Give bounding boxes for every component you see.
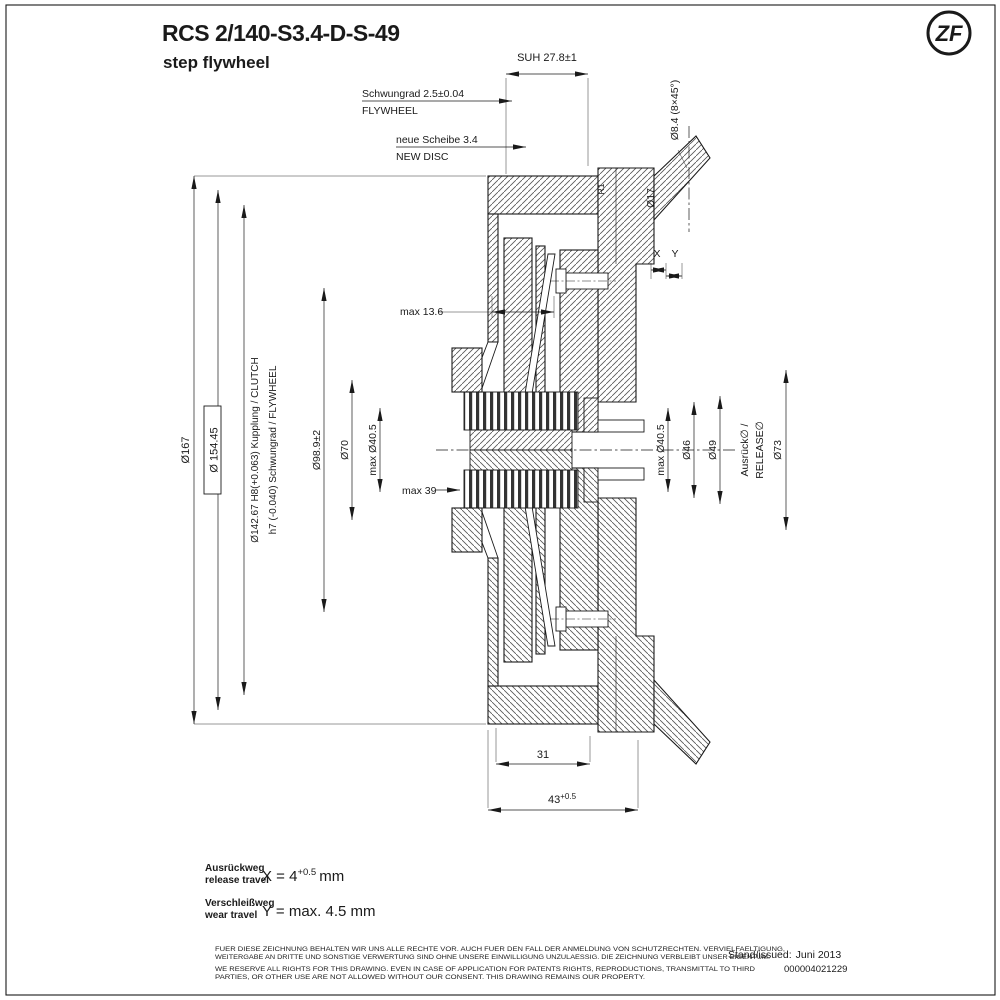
release-sleeve [597,419,645,433]
engine-mount-flange [653,135,711,222]
new-disc-note-en: NEW DISC [396,151,449,163]
legal-en-line2: PARTIES, OR OTHER USE ARE NOT ALLOWED WI… [215,974,645,981]
dim-154-box: Ø 154.45 [203,405,222,495]
dim-142-label-2: h7 (-0.040) Schwungrad / FLYWHEEL [268,365,279,534]
dim-17-label: Ø17 [645,188,657,208]
wear-travel-label-de: Verschleißweg [205,898,274,909]
release-diameter-label-de: Ausrück∅ / [739,423,751,476]
issued-date: Stand/issued:Juni 2013 [728,949,841,961]
zf-logo-text: ZF [935,21,963,46]
hub-left-flange [451,347,483,393]
release-diameter-label-en: RELEASE∅ [754,421,766,479]
dim-43-label: 43+0.5 [548,792,577,806]
new-disc-note-de: neue Scheibe 3.4 [396,134,478,146]
clutch-cover-plate [487,213,499,343]
wear-travel-value: Y = max. 4.5 mm [262,903,376,920]
release-travel-label-de: Ausrückweg [205,863,264,874]
dim-70-label: Ø70 [339,440,351,460]
legal-de-line2: WEITERGABE AN DRITTE UND SONSTIGE VERWER… [215,954,770,961]
cover-top-flange [487,175,599,215]
dim-39-label: max 39 [402,485,437,497]
y-travel-label: Y [671,248,678,260]
dim-suh-label: SUH 27.8±1 [517,52,577,64]
dim-13-6-label: max 13.6 [400,306,443,318]
footer: FUER DIESE ZEICHNUNG BEHALTEN WIR UNS AL… [215,946,847,981]
dim-46-label: Ø46 [681,440,693,460]
drawing-subtitle: step flywheel [163,53,270,72]
dim-167-label: Ø167 [180,437,192,464]
dim-31-label: 31 [537,749,549,761]
upper-half [451,135,711,451]
dim-154-label: Ø 154.45 [209,427,221,472]
zf-logo-circle [926,10,972,56]
document-number: 000004021229 [784,964,847,975]
dim-98-label: Ø98.9±2 [311,430,323,470]
wear-travel-label-en: wear travel [204,910,257,921]
dim-142-label-1: Ø142.67 H8(+0.063) Kupplung / CLUTCH [250,357,261,542]
hub-spline-teeth [463,391,579,431]
flywheel-note-de: Schwungrad 2.5±0.04 [362,88,464,100]
hub-core [469,429,573,451]
dim-49-label: Ø49 [707,440,719,460]
radius-r1-label: R1 [596,183,606,194]
zf-logo: ZF [926,10,972,56]
legal-en-line1: WE RESERVE ALL RIGHTS FOR THIS DRAWING. … [215,966,755,973]
clutch-cross-section [436,126,736,765]
title-block: RCS 2/140-S3.4-D-S-49 step flywheel [162,20,400,72]
legal-de-line1: FUER DIESE ZEICHNUNG BEHALTEN WIR UNS AL… [215,946,785,953]
dim-40-right-label: max Ø40.5 [655,424,667,476]
dim-40-left-label: max Ø40.5 [367,424,379,476]
leader-line [677,149,688,169]
flywheel-note-en: FLYWHEEL [362,105,418,117]
dimensioning: Ø167 Ø 154.45 Ø142.67 H8(+0.063) Kupplun… [180,52,789,813]
release-travel-label-en: release travel [205,875,269,886]
release-retainer [583,397,599,433]
drawing-code: RCS 2/140-S3.4-D-S-49 [162,20,400,46]
x-travel-label: X [653,248,660,260]
dim-73-label: Ø73 [772,440,784,460]
dim-8-4-label: Ø8.4 (8×45°) [669,80,681,141]
